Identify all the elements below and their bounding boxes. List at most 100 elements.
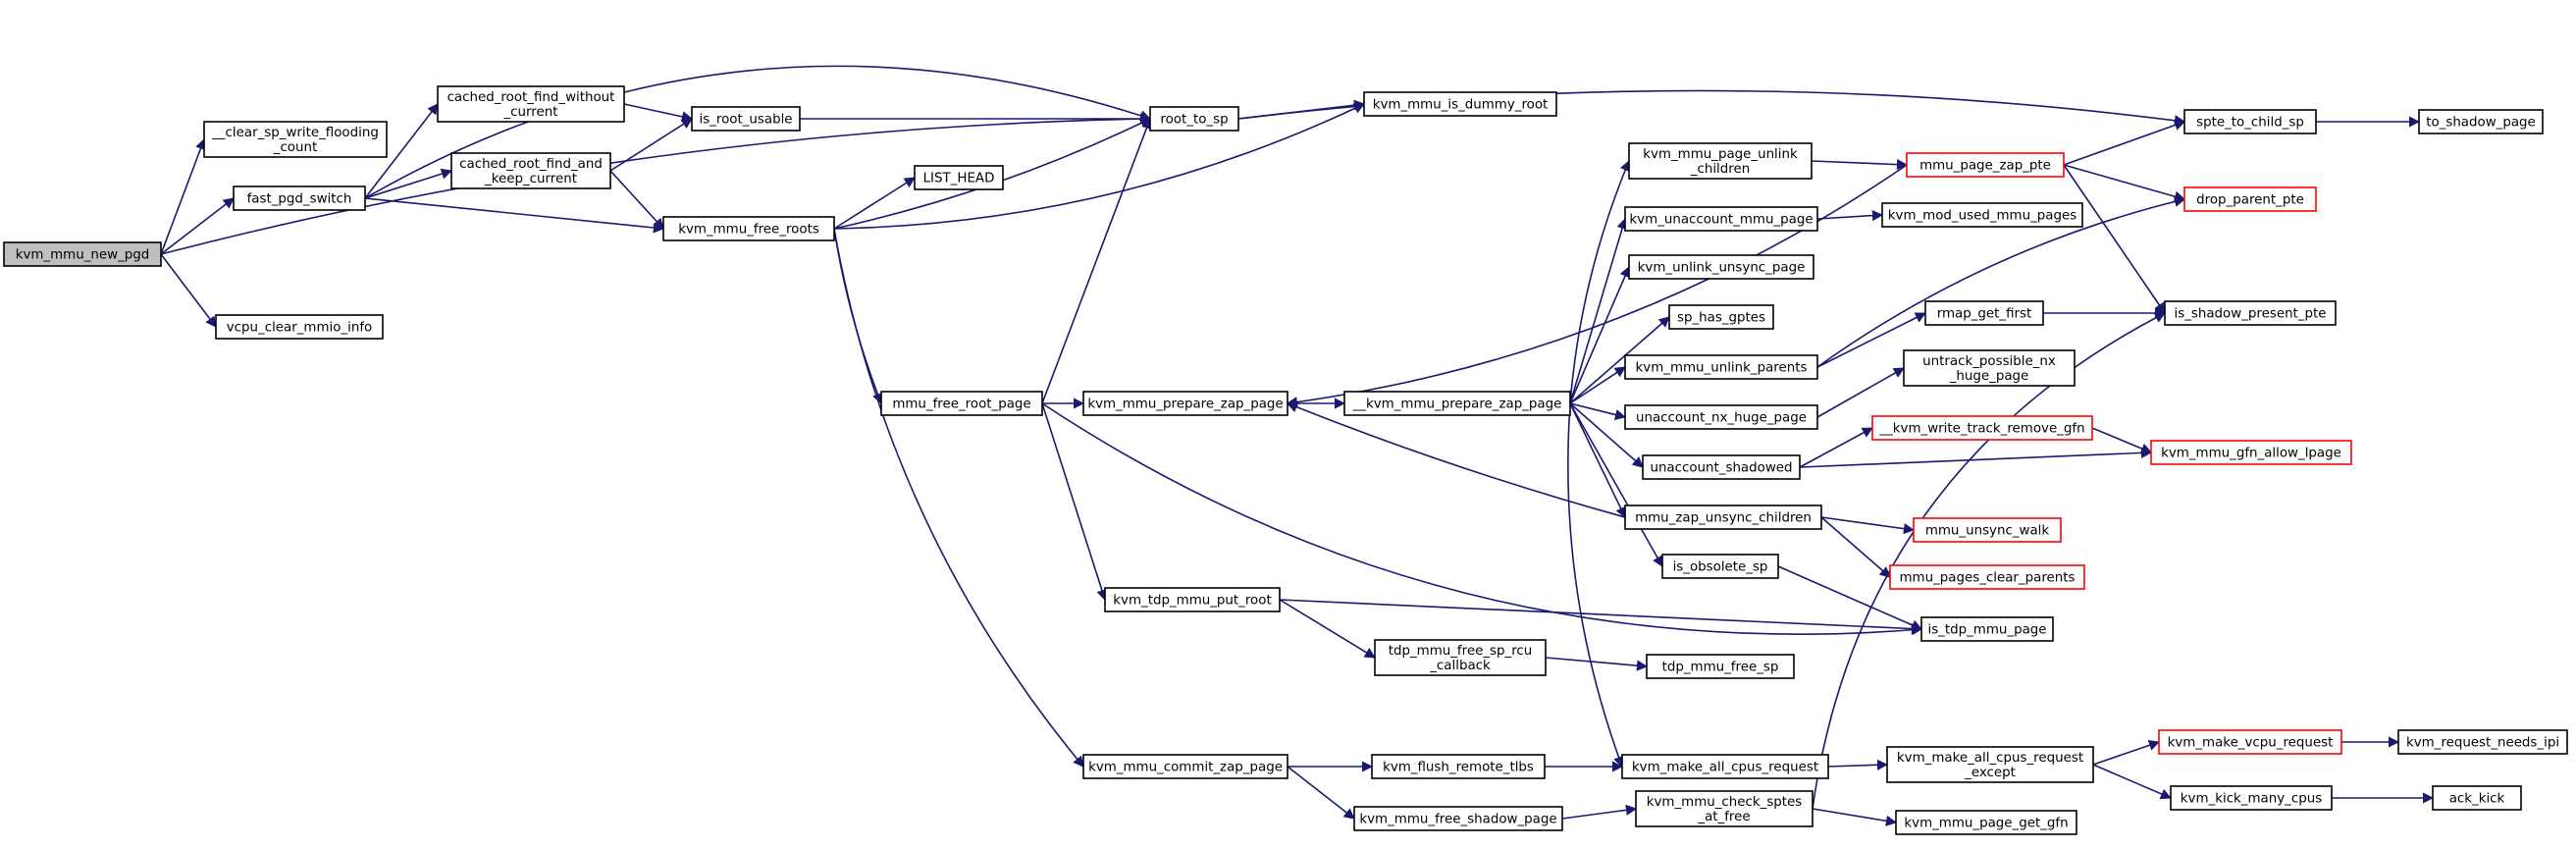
node-box	[1624, 404, 1818, 430]
node-root-to-sp[interactable]: root_to_sp	[1149, 106, 1239, 132]
node-kvm-kick-many-cpus[interactable]: kvm_kick_many_cpus	[2170, 785, 2333, 811]
node-fast-pgd-switch[interactable]: fast_pgd_switch	[233, 186, 366, 211]
node-vcpu-clear-mmio-info[interactable]: vcpu_clear_mmio_info	[215, 314, 384, 340]
node-label: kvm_mmu_unlink_parents	[1636, 361, 1808, 376]
node-ack-kick[interactable]: ack_kick	[2432, 785, 2522, 811]
node-label: LIST_HEAD	[923, 172, 995, 186]
call-edge	[1820, 516, 1916, 535]
node-kvm-mmu-prepare-zap-page[interactable]: __kvm_mmu_prepare_zap_page	[1343, 391, 1571, 416]
node-kvm-mmu-free-roots[interactable]: kvm_mmu_free_roots	[662, 216, 835, 241]
node-kvm-mmu-page-get-gfn[interactable]: kvm_mmu_page_get_gfn	[1895, 810, 2077, 835]
node-box	[3, 241, 162, 267]
node-label: is_root_usable	[699, 113, 792, 128]
node-kvm-mmu-gfn-allow-lpage[interactable]: kvm_mmu_gfn_allow_lpage	[2150, 440, 2352, 465]
node-box	[1920, 616, 2054, 642]
node-label: _keep_current	[484, 172, 577, 186]
call-edge	[1799, 427, 1873, 468]
call-edge	[609, 170, 664, 230]
node-box	[2432, 785, 2522, 811]
node-box	[2183, 186, 2317, 212]
call-edge	[1799, 447, 2153, 468]
node-drop-parent-pte[interactable]: drop_parent_pte	[2183, 186, 2317, 212]
node-kvm-mmu-commit-zap-page[interactable]: kvm_mmu_commit_zap_page	[1082, 754, 1288, 779]
node-box	[1646, 654, 1795, 679]
node-label: _callback	[1429, 659, 1491, 673]
node-box	[1621, 754, 1829, 779]
call-edge	[1561, 804, 1638, 820]
node-cached-root-find-and[interactable]: cached_root_find_and_keep_current	[450, 152, 611, 189]
node-kvm-request-needs-ipi[interactable]: kvm_request_needs_ipi	[2397, 729, 2568, 755]
node-kvm-unaccount-mmu-page[interactable]: kvm_unaccount_mmu_page	[1624, 206, 1818, 232]
node-is-tdp-mmu-page[interactable]: is_tdp_mmu_page	[1920, 616, 2054, 642]
node-label: cached_root_find_and	[459, 157, 603, 172]
node-kvm-mmu-unlink-parents[interactable]: kvm_mmu_unlink_parents	[1624, 354, 1818, 380]
node-kvm-make-all-cpus-request[interactable]: kvm_make_all_cpus_request	[1621, 754, 1829, 779]
call-edge	[833, 228, 883, 405]
node-label: kvm_unlink_unsync_page	[1638, 261, 1806, 276]
node-untrack-possible-nx[interactable]: untrack_possible_nx_huge_page	[1903, 349, 2076, 387]
node-kvm-mod-used-mmu-pages[interactable]: kvm_mod_used_mmu_pages	[1881, 202, 2083, 228]
nodes-layer: kvm_mmu_new_pgd__clear_sp_write_flooding…	[3, 85, 2568, 835]
node-kvm-mmu-prepare-zap-page[interactable]: kvm_mmu_prepare_zap_page	[1082, 391, 1288, 416]
node-kvm-mmu-free-shadow-page[interactable]: kvm_mmu_free_shadow_page	[1353, 806, 1563, 831]
call-edge	[1569, 265, 1631, 404]
node-box	[1886, 746, 2094, 783]
node-label: _at_free	[1697, 810, 1750, 824]
node-kvm-mmu-check-sptes[interactable]: kvm_mmu_check_sptes_at_free	[1635, 790, 1814, 827]
node-mmu-free-root-page[interactable]: mmu_free_root_page	[880, 391, 1043, 416]
node-mmu-pages-clear-parents[interactable]: mmu_pages_clear_parents	[1889, 564, 2085, 590]
node-label: kvm_kick_many_cpus	[2181, 792, 2322, 807]
node-label: kvm_flush_remote_tlbs	[1383, 761, 1534, 775]
node-label: to_shadow_page	[2426, 116, 2536, 131]
node-kvm-flush-remote-tlbs[interactable]: kvm_flush_remote_tlbs	[1371, 754, 1546, 779]
node-label: root_to_sp	[1160, 113, 1228, 128]
node-is-obsolete-sp[interactable]: is_obsolete_sp	[1661, 554, 1779, 579]
node-kvm-write-track[interactable]: __kvm_write_track_remove_gfn	[1871, 415, 2093, 441]
node-label: rmap_get_first	[1937, 307, 2032, 322]
node-label: cached_root_find_without	[447, 90, 615, 105]
call-edge	[1816, 367, 1905, 418]
node-is-root-usable[interactable]: is_root_usable	[691, 106, 801, 132]
node-tdp-mmu-free-sp-rcu[interactable]: tdp_mmu_free_sp_rcu_callback	[1374, 639, 1547, 676]
node-mmu-page-zap-pte[interactable]: mmu_page_zap_pte	[1906, 152, 2065, 178]
node-spte-to-child-sp[interactable]: spte_to_child_sp	[2183, 109, 2317, 134]
node-LIST-HEAD[interactable]: LIST_HEAD	[914, 165, 1004, 190]
node-rmap-get-first[interactable]: rmap_get_first	[1924, 300, 2044, 326]
node-mmu-zap-unsync-children[interactable]: mmu_zap_unsync_children	[1624, 504, 1822, 530]
node-label: kvm_mmu_page_unlink	[1643, 147, 1798, 162]
node-kvm-unlink-unsync-page[interactable]: kvm_unlink_unsync_page	[1628, 254, 1814, 280]
node-kvm-mmu-is-dummy-root[interactable]: kvm_mmu_is_dummy_root	[1363, 91, 1557, 117]
node-label: kvm_mmu_gfn_allow_lpage	[2161, 447, 2341, 461]
node-label: kvm_unaccount_mmu_page	[1629, 213, 1813, 228]
node-clear-sp[interactable]: __clear_sp_write_flooding_count	[203, 121, 388, 158]
node-kvm-mmu-page-unlink[interactable]: kvm_mmu_page_unlink_children	[1628, 142, 1813, 180]
node-label: is_obsolete_sp	[1673, 560, 1768, 575]
node-cached-root-find-without[interactable]: cached_root_find_without_current	[437, 85, 625, 123]
node-box	[1642, 454, 1801, 480]
node-label: kvm_mmu_page_get_gfn	[1904, 817, 2068, 831]
node-is-shadow-present-pte[interactable]: is_shadow_present_pte	[2164, 300, 2337, 326]
node-sp-has-gptes[interactable]: sp_has_gptes	[1668, 304, 1774, 330]
call-edge	[1286, 401, 1626, 518]
call-edge	[1041, 402, 1108, 602]
call-edge	[1812, 312, 2166, 810]
node-mmu-unsync-walk[interactable]: mmu_unsync_walk	[1913, 517, 2062, 543]
node-unaccount-shadowed[interactable]: unaccount_shadowed	[1642, 454, 1801, 480]
node-kvm-make-all-cpus-except[interactable]: kvm_make_all_cpus_request_except	[1886, 746, 2094, 783]
node-box	[1363, 91, 1557, 117]
node-box	[2418, 109, 2544, 134]
node-kvm-tdp-mmu-put-root[interactable]: kvm_tdp_mmu_put_root	[1104, 587, 1281, 612]
node-label: mmu_pages_clear_parents	[1900, 571, 2076, 586]
call-edge	[364, 168, 453, 199]
call-edge	[1569, 402, 1626, 519]
node-tdp-mmu-free-sp[interactable]: tdp_mmu_free_sp	[1646, 654, 1795, 679]
node-label: mmu_zap_unsync_children	[1635, 511, 1812, 526]
node-to-shadow-page[interactable]: to_shadow_page	[2418, 109, 2544, 134]
node-label: vcpu_clear_mmio_info	[227, 321, 373, 336]
node-box	[1628, 254, 1814, 280]
node-kvm-make-vcpu-request[interactable]: kvm_make_vcpu_request	[2158, 729, 2342, 755]
node-label: kvm_tdp_mmu_put_root	[1113, 594, 1271, 609]
node-box	[691, 106, 801, 132]
node-label: spte_to_child_sp	[2196, 116, 2304, 131]
node-unaccount-nx-huge-page[interactable]: unaccount_nx_huge_page	[1624, 404, 1818, 430]
